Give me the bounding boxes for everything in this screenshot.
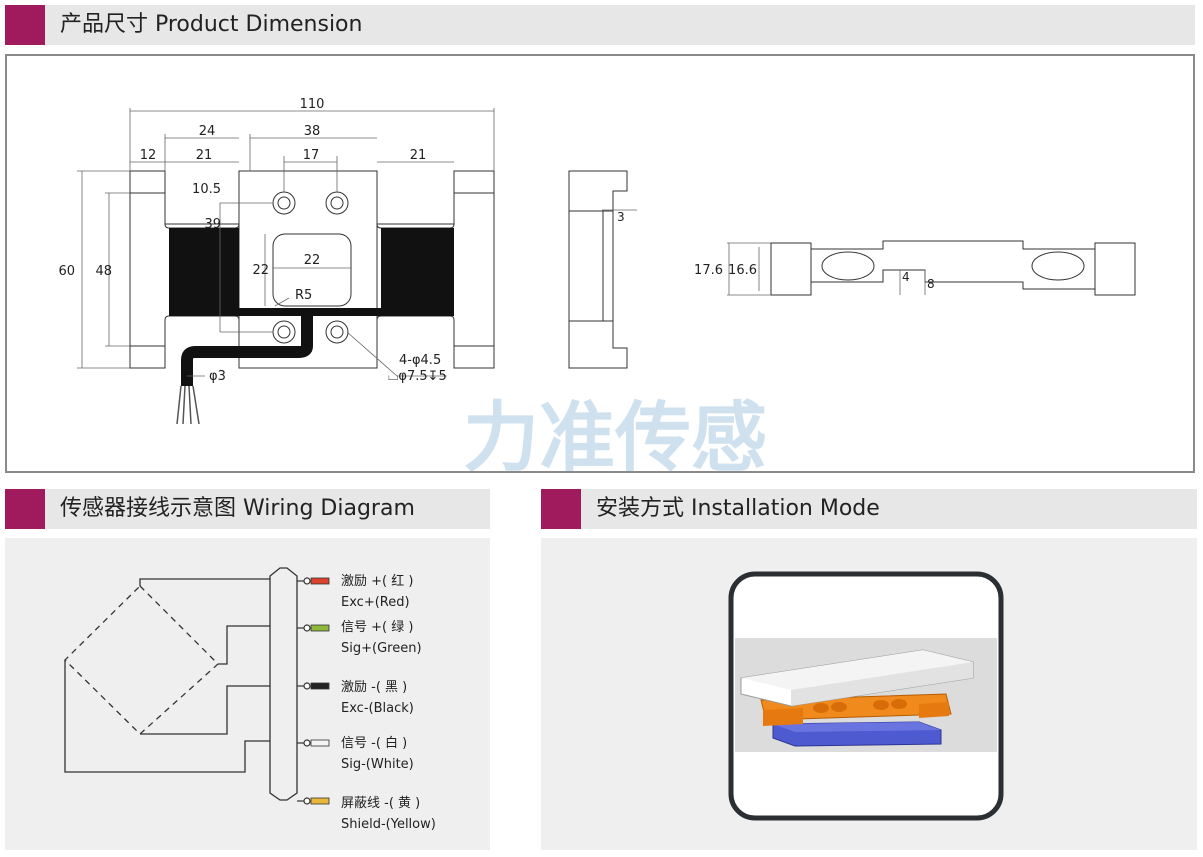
wire-label-cn: 激励 -( 黑 ) — [341, 680, 407, 695]
top-view — [770, 240, 1136, 296]
dim-cable: φ3 — [209, 369, 226, 384]
wire-red-sleeve — [310, 577, 330, 585]
dim-holes: 4-φ4.5 — [399, 353, 441, 368]
dim-24: 24 — [199, 124, 216, 139]
wire-label-cn: 信号 -( 白 ) — [341, 735, 407, 751]
cable-bundle — [269, 567, 298, 801]
strain-gauge-left — [169, 228, 239, 316]
wheatstone-bridge — [64, 585, 219, 735]
dim-side-3: 3 — [617, 210, 625, 224]
wire-black-sleeve — [310, 682, 330, 690]
dim-17: 17 — [303, 148, 320, 163]
wire-label-en: Shield-(Yellow) — [341, 817, 436, 832]
wire-label-en: Sig+(Green) — [341, 641, 422, 656]
dim-60: 60 — [58, 264, 75, 279]
wire-label-cn: 信号 +( 绿 ) — [341, 620, 413, 635]
strain-gauge-right — [381, 228, 454, 316]
wire-label-en: Exc+(Red) — [341, 595, 410, 610]
dim-counterbore: ⌴φ7.5↧5 — [388, 369, 447, 384]
dim-38: 38 — [304, 124, 321, 139]
dim-10-5: 10.5 — [192, 182, 221, 197]
section-title-wiring: 传感器接线示意图 Wiring Diagram — [60, 496, 415, 521]
dim-16-6: 16.6 — [728, 263, 757, 278]
wire-white-sleeve — [310, 739, 330, 747]
dim-110: 110 — [300, 97, 325, 112]
side-view — [568, 170, 628, 369]
dim-r5: R5 — [295, 288, 312, 303]
dim-17-6: 17.6 — [694, 263, 723, 278]
dim-22-width: 22 — [304, 253, 321, 268]
watermark-text: 力准传感 — [463, 393, 767, 471]
section-header-wiring: 传感器接线示意图 Wiring Diagram — [5, 489, 490, 529]
dim-21-left: 21 — [196, 148, 213, 163]
header-accent — [5, 5, 45, 45]
wiring-diagram-panel: 激励 +( 红 ) Exc+(Red) 信号 +( 绿 ) Sig+(Green… — [5, 538, 490, 850]
wire-green-sleeve — [310, 624, 330, 632]
dim-22-height: 22 — [252, 263, 269, 278]
wire-label-en: Exc-(Black) — [341, 701, 414, 716]
wire-label-cn: 屏蔽线 -( 黄 ) — [341, 796, 420, 811]
wire-yellow-sleeve — [310, 797, 330, 805]
section-title-install: 安装方式 Installation Mode — [596, 496, 880, 521]
dimension-drawing: 力准传感 — [58, 97, 1136, 482]
header-accent — [5, 489, 45, 529]
header-accent — [541, 489, 581, 529]
installation-illustration — [728, 571, 1004, 821]
section-header-install: 安装方式 Installation Mode — [541, 489, 1197, 529]
wire-label-cn: 激励 +( 红 ) — [341, 573, 413, 589]
wire-label-en: Sig-(White) — [341, 757, 414, 772]
section-header-dimension: 产品尺寸 Product Dimension — [5, 5, 1195, 45]
dim-4: 4 — [902, 270, 910, 284]
dim-48: 48 — [95, 264, 112, 279]
dim-21-right: 21 — [410, 148, 427, 163]
dim-39: 39 — [204, 217, 221, 232]
dimension-drawing-panel: 力准传感 — [5, 54, 1195, 482]
dim-8: 8 — [927, 277, 935, 291]
installation-panel — [541, 538, 1197, 850]
section-title-dimension: 产品尺寸 Product Dimension — [60, 12, 363, 37]
wiring-diagram: 激励 +( 红 ) Exc+(Red) 信号 +( 绿 ) Sig+(Green… — [64, 567, 436, 832]
dim-12: 12 — [140, 148, 157, 163]
